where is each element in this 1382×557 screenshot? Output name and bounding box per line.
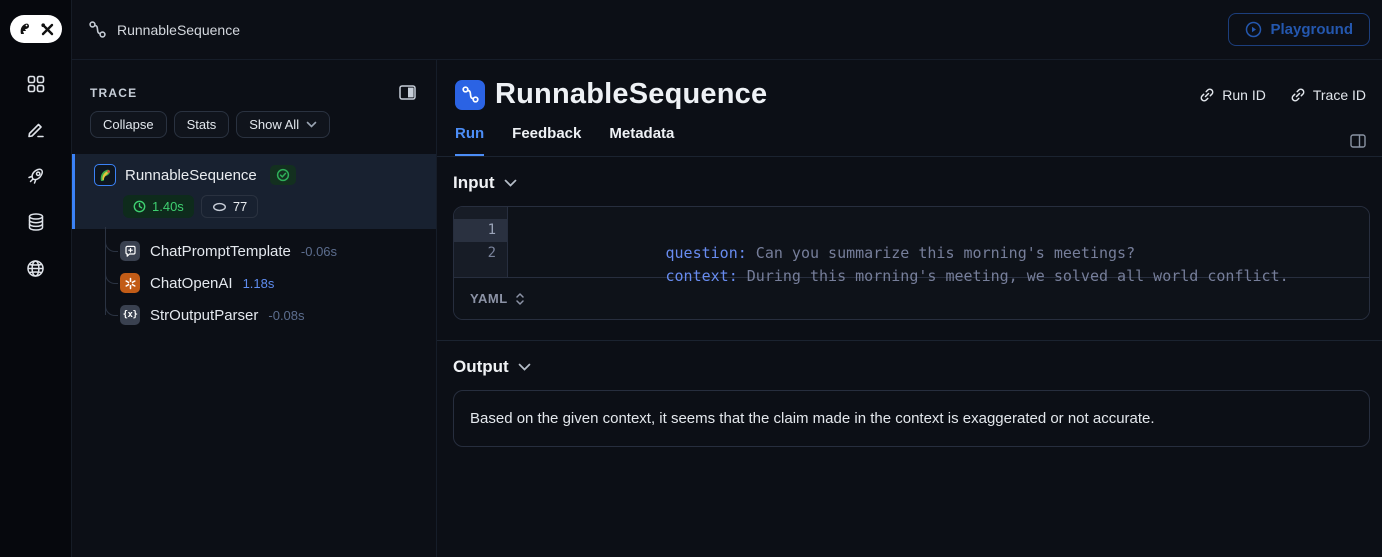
hub-globe-icon[interactable] [25,257,47,279]
annotation-pencil-icon[interactable] [25,119,47,141]
output-section: Output Based on the given context, it se… [437,341,1382,465]
langsmith-logo[interactable] [9,15,62,43]
child-name: StrOutputParser [150,306,259,324]
child-name: ChatOpenAI [150,274,233,292]
run-type-icon [455,79,485,110]
chevron-down-icon [518,363,531,371]
parrot-logo-icon [20,23,29,34]
parrot-node-icon [94,164,116,186]
stats-button-label: Stats [186,117,217,132]
check-circle-icon [276,168,289,182]
show-all-dropdown[interactable]: Show All [236,111,331,138]
tree-row-chatprompttemplate[interactable]: ChatPromptTemplate -0.06s [72,229,436,267]
section-divider [437,340,1382,341]
collapse-panel-icon[interactable] [399,85,416,100]
tree-row-chatopenai[interactable]: ChatOpenAI 1.18s [72,261,436,299]
trace-tree: RunnableSequence [72,154,436,331]
success-status-badge [269,165,296,185]
breadcrumb-label: RunnableSequence [117,21,240,38]
sequence-icon [89,21,106,38]
side-panel-toggle-icon[interactable] [1350,134,1366,148]
parser-glyph-text: {x} [122,310,138,320]
input-section: Input 1 2 question: Can you summarize [437,157,1382,338]
trace-children: ChatPromptTemplate -0.06s Chat [72,227,436,331]
tokens-badge: 77 [200,195,259,218]
deployments-rocket-icon[interactable] [25,165,47,187]
tab-feedback[interactable]: Feedback [512,125,582,142]
app-rail [0,0,72,557]
eye-icon [212,202,226,211]
code-line: context: During this morning's meeting, … [521,242,1369,285]
trace-panel: TRACE Collapse Stats Show All [72,60,437,557]
input-heading[interactable]: Input [453,173,1370,193]
playground-label: Playground [1270,21,1353,38]
yaml-key: question: [665,244,747,262]
line-number-gutter: 1 2 [454,207,508,277]
yaml-value: Can you summarize this morning's meeting… [746,244,1136,262]
stats-button[interactable]: Stats [173,111,230,138]
output-heading[interactable]: Output [453,357,1370,377]
collapse-button[interactable]: Collapse [90,111,167,138]
play-icon [1246,21,1262,38]
code-content[interactable]: question: Can you summarize this morning… [508,207,1369,285]
format-selector[interactable]: YAML [454,277,1369,319]
tab-metadata[interactable]: Metadata [609,125,675,142]
tools-logo-icon [40,22,53,35]
child-duration: 1.18s [242,275,275,291]
run-detail-panel: RunnableSequence Run ID [437,60,1382,557]
collapse-button-label: Collapse [103,117,154,132]
projects-grid-icon[interactable] [25,73,47,95]
yaml-value: During this morning's meeting, we solved… [737,267,1289,285]
yaml-key: context: [665,267,738,285]
link-icon [1200,87,1214,102]
format-label: YAML [470,291,508,306]
line-number: 1 [454,219,507,242]
line-number: 2 [487,245,496,261]
output-heading-label: Output [453,357,509,376]
playground-button[interactable]: Playground [1228,13,1370,46]
tree-row-stroutputparser[interactable]: {x} StrOutputParser -0.08s [72,293,436,331]
breadcrumb[interactable]: RunnableSequence [88,20,240,39]
output-text: Based on the given context, it seems tha… [470,410,1155,427]
chevron-down-icon [504,179,516,187]
run-id-label: Run ID [1222,86,1266,103]
code-line: question: Can you summarize this morning… [521,219,1369,262]
tab-run[interactable]: Run [455,125,485,156]
tokens-value: 77 [232,199,248,214]
sort-chevrons-icon [515,292,524,305]
run-id-link[interactable]: Run ID [1199,87,1266,103]
trace-id-link[interactable]: Trace ID [1290,87,1366,103]
tree-root-name: RunnableSequence [125,166,257,184]
datasets-database-icon[interactable] [25,211,47,233]
page-title: RunnableSequence [495,78,768,110]
show-all-label: Show All [249,117,300,132]
parser-icon: {x} [120,305,140,325]
latency-value: 1.40s [152,199,184,214]
top-bar: RunnableSequence Playground [72,0,1382,60]
input-code-block: 1 2 question: Can you summarize this mor… [453,206,1370,320]
chat-prompt-icon [120,241,140,261]
openai-icon [120,273,140,293]
tree-row-runnablesequence[interactable]: RunnableSequence [72,154,436,229]
child-duration: -0.06s [300,243,338,259]
trace-panel-title: TRACE [90,85,138,100]
child-duration: -0.08s [268,307,305,323]
child-name: ChatPromptTemplate [150,242,291,260]
output-text-block: Based on the given context, it seems tha… [453,390,1370,447]
clock-icon [133,200,146,213]
chevron-down-icon [306,121,317,128]
link-icon [1291,87,1305,102]
trace-id-label: Trace ID [1312,86,1366,103]
input-heading-label: Input [453,173,495,192]
tab-bar: Run Feedback Metadata [437,111,1382,157]
latency-badge: 1.40s [123,195,194,218]
